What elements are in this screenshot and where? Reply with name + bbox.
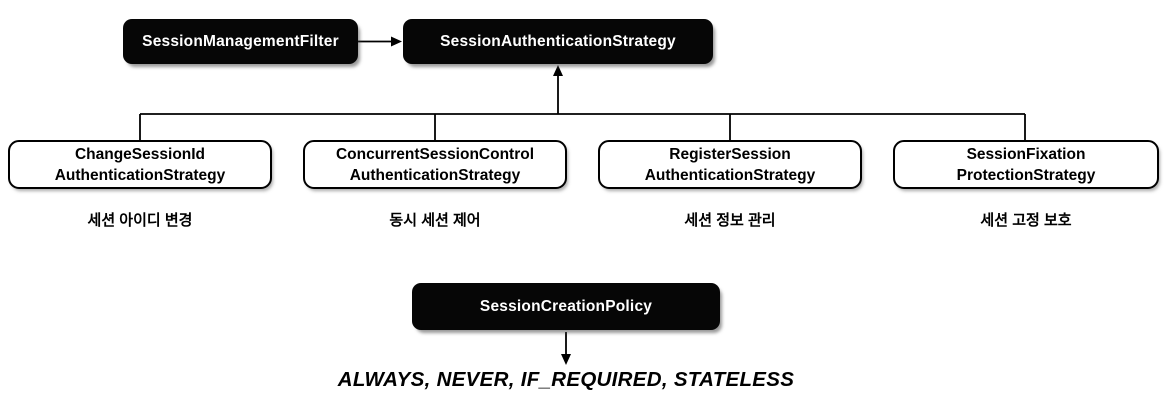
node-label-line1: RegisterSession	[669, 145, 791, 163]
node-label-line1: ConcurrentSessionControl	[335, 145, 535, 163]
node-session-fixation-protection-strategy: SessionFixation ProtectionStrategy	[893, 140, 1159, 189]
caption-register-session: 세션 정보 관리	[684, 212, 776, 229]
arrow-policy-to-values	[561, 332, 571, 365]
caption-concurrent-session-control: 동시 세션 제어	[389, 212, 481, 229]
node-label-line2: ProtectionStrategy	[956, 166, 1096, 184]
arrow-tree-to-strategy	[553, 65, 563, 114]
caption-change-session-id: 세션 아이디 변경	[87, 212, 193, 229]
node-label: SessionCreationPolicy	[479, 297, 653, 315]
policy-values-text: ALWAYS, NEVER, IF_REQUIRED, STATELESS	[337, 368, 795, 391]
node-label-line1: ChangeSessionId	[74, 145, 206, 163]
node-label-line2: AuthenticationStrategy	[54, 166, 226, 184]
node-label-line2: AuthenticationStrategy	[349, 166, 521, 184]
node-label-line1: SessionFixation	[966, 145, 1086, 163]
node-register-session-strategy: RegisterSession AuthenticationStrategy	[598, 140, 862, 189]
caption-session-fixation: 세션 고정 보호	[980, 212, 1072, 229]
node-change-session-id-strategy: ChangeSessionId AuthenticationStrategy	[8, 140, 272, 189]
node-label-line2: AuthenticationStrategy	[644, 166, 816, 184]
tree-rail	[139, 113, 1026, 141]
node-session-creation-policy: SessionCreationPolicy	[412, 283, 720, 330]
node-label: SessionAuthenticationStrategy	[440, 32, 676, 50]
node-label: SessionManagementFilter	[142, 32, 339, 50]
node-session-management-filter: SessionManagementFilter	[123, 19, 358, 64]
node-session-authentication-strategy: SessionAuthenticationStrategy	[403, 19, 713, 64]
arrow-filter-to-strategy	[358, 36, 402, 47]
node-concurrent-session-control-strategy: ConcurrentSessionControl AuthenticationS…	[303, 140, 567, 189]
